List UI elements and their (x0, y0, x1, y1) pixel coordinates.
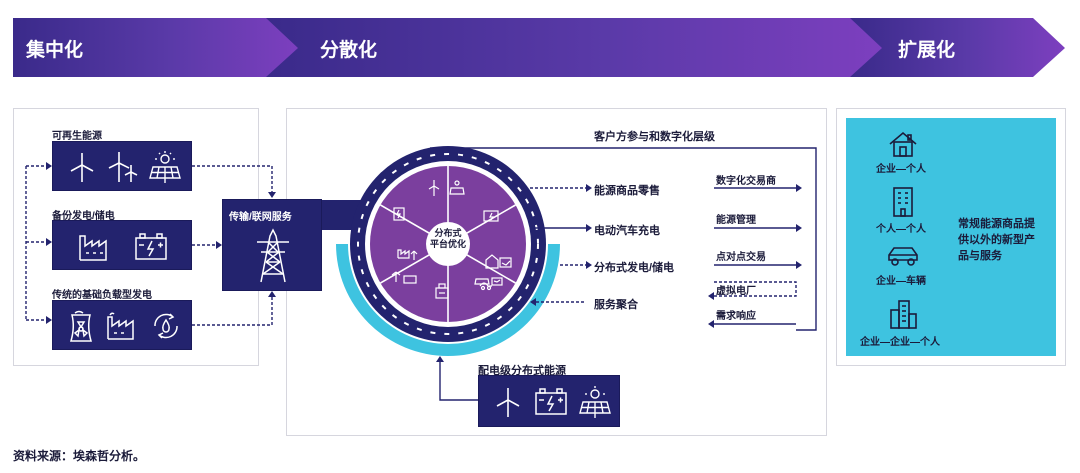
group-label-baseload: 传统的基础负载型发电 (52, 290, 152, 301)
solar-panel-icon (149, 151, 181, 183)
transmission-label: 传输/联网服务 (229, 212, 292, 223)
stage-banner-expansion (850, 18, 1065, 77)
office-tower-icon (890, 300, 917, 329)
digital-label-trader: 数字化交易商 (716, 176, 776, 187)
digital-label-p2p: 点对点交易 (716, 252, 766, 263)
expansion-note: 常规能源商品提供以外的新型产品与服务 (958, 218, 1035, 262)
relation-label-business-vehicle: 企业—车辆 (876, 276, 926, 287)
solar-panel-icon (579, 386, 611, 418)
digital-label-energy-mgmt: 能源管理 (716, 215, 756, 226)
relation-label-individual-individual: 个人—个人 (876, 224, 926, 235)
service-label-ev-charging: 电动汽车充电 (594, 225, 660, 237)
renewable-icon-box (52, 141, 192, 191)
group-label-renewable: 可再生能源 (52, 131, 102, 142)
backup-icon-box (52, 220, 192, 270)
house-icon (889, 131, 917, 157)
hydro-cycle-icon (154, 313, 178, 339)
nuclear-plant-icon (70, 310, 92, 342)
industrial-plant-icon (107, 312, 134, 340)
service-label-retail: 能源商品零售 (594, 185, 660, 197)
baseload-icon-box (52, 300, 192, 350)
battery-icon (135, 233, 167, 260)
battery-icon (535, 388, 567, 415)
group-label-backup: 备份发电/储电 (52, 211, 115, 222)
transmission-tower-icon (257, 228, 289, 283)
source-note: 资料来源：埃森哲分析。 (13, 449, 146, 463)
apartment-icon (893, 187, 913, 217)
wind-turbine-icon (70, 153, 94, 182)
wind-farm-icon (108, 152, 138, 182)
cyan-arc (336, 244, 560, 356)
left-connectors (25, 162, 276, 326)
stage-label-centralized: 集中化 (26, 40, 84, 61)
service-label-aggregation: 服务聚合 (594, 299, 638, 311)
distributed-icon-box (478, 375, 620, 427)
service-label-distributed-gen: 分布式发电/储电 (594, 262, 675, 274)
stage-label-decentralized: 分散化 (320, 40, 378, 61)
stage-label-expansion: 扩展化 (898, 40, 956, 61)
relation-label-business-individual: 企业—个人 (876, 164, 926, 175)
stage-banner-decentralized (266, 18, 884, 77)
factory-icon (79, 235, 107, 261)
customer-digital-header: 客户方参与和数字化层级 (594, 131, 715, 143)
hub-label: 分布式 平台优化 (429, 228, 466, 249)
digital-label-vpp: 虚拟电厂 (716, 286, 756, 297)
digital-label-demand-response: 需求响应 (716, 311, 756, 322)
transmission-box: 传输/联网服务 (222, 199, 322, 291)
car-icon (888, 247, 918, 266)
wind-turbine-icon (496, 388, 520, 417)
stage-banner-centralized (13, 18, 300, 77)
expansion-panel (846, 118, 1056, 356)
relation-label-business-business-individual: 企业—企业—个人 (860, 337, 940, 348)
distributed-energy-label: 配电级分布式能源 (478, 365, 566, 377)
hub-graphic (322, 146, 560, 356)
